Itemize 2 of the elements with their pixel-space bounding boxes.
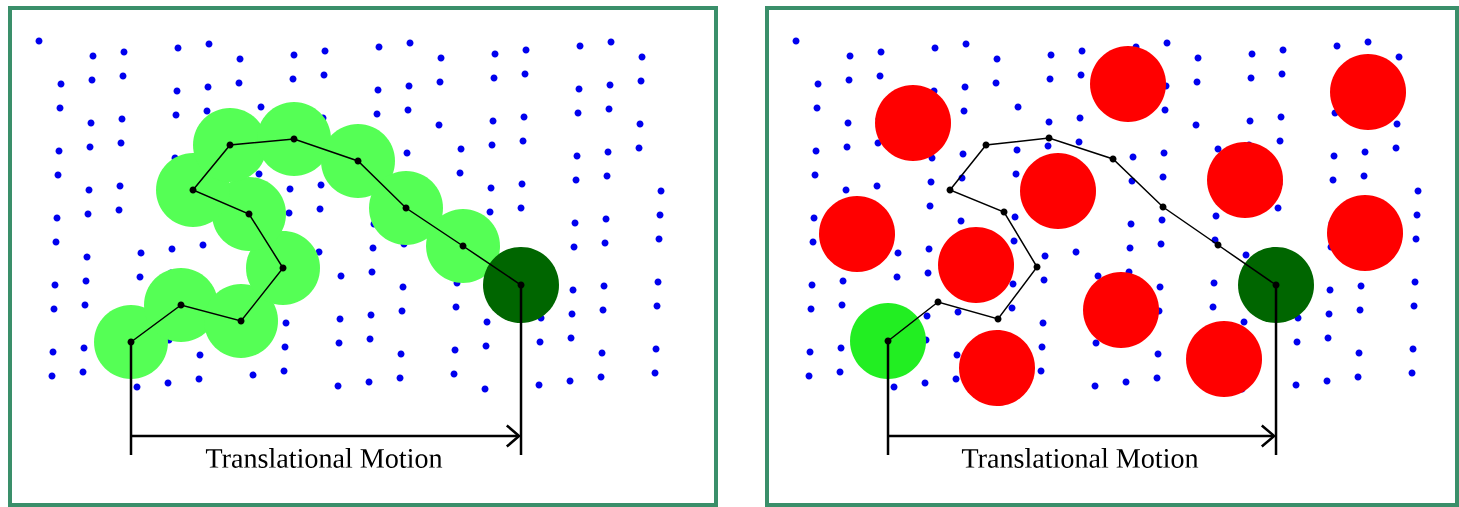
dimension-label: Translational Motion: [961, 448, 1199, 468]
dimension-label: Translational Motion: [205, 448, 443, 468]
